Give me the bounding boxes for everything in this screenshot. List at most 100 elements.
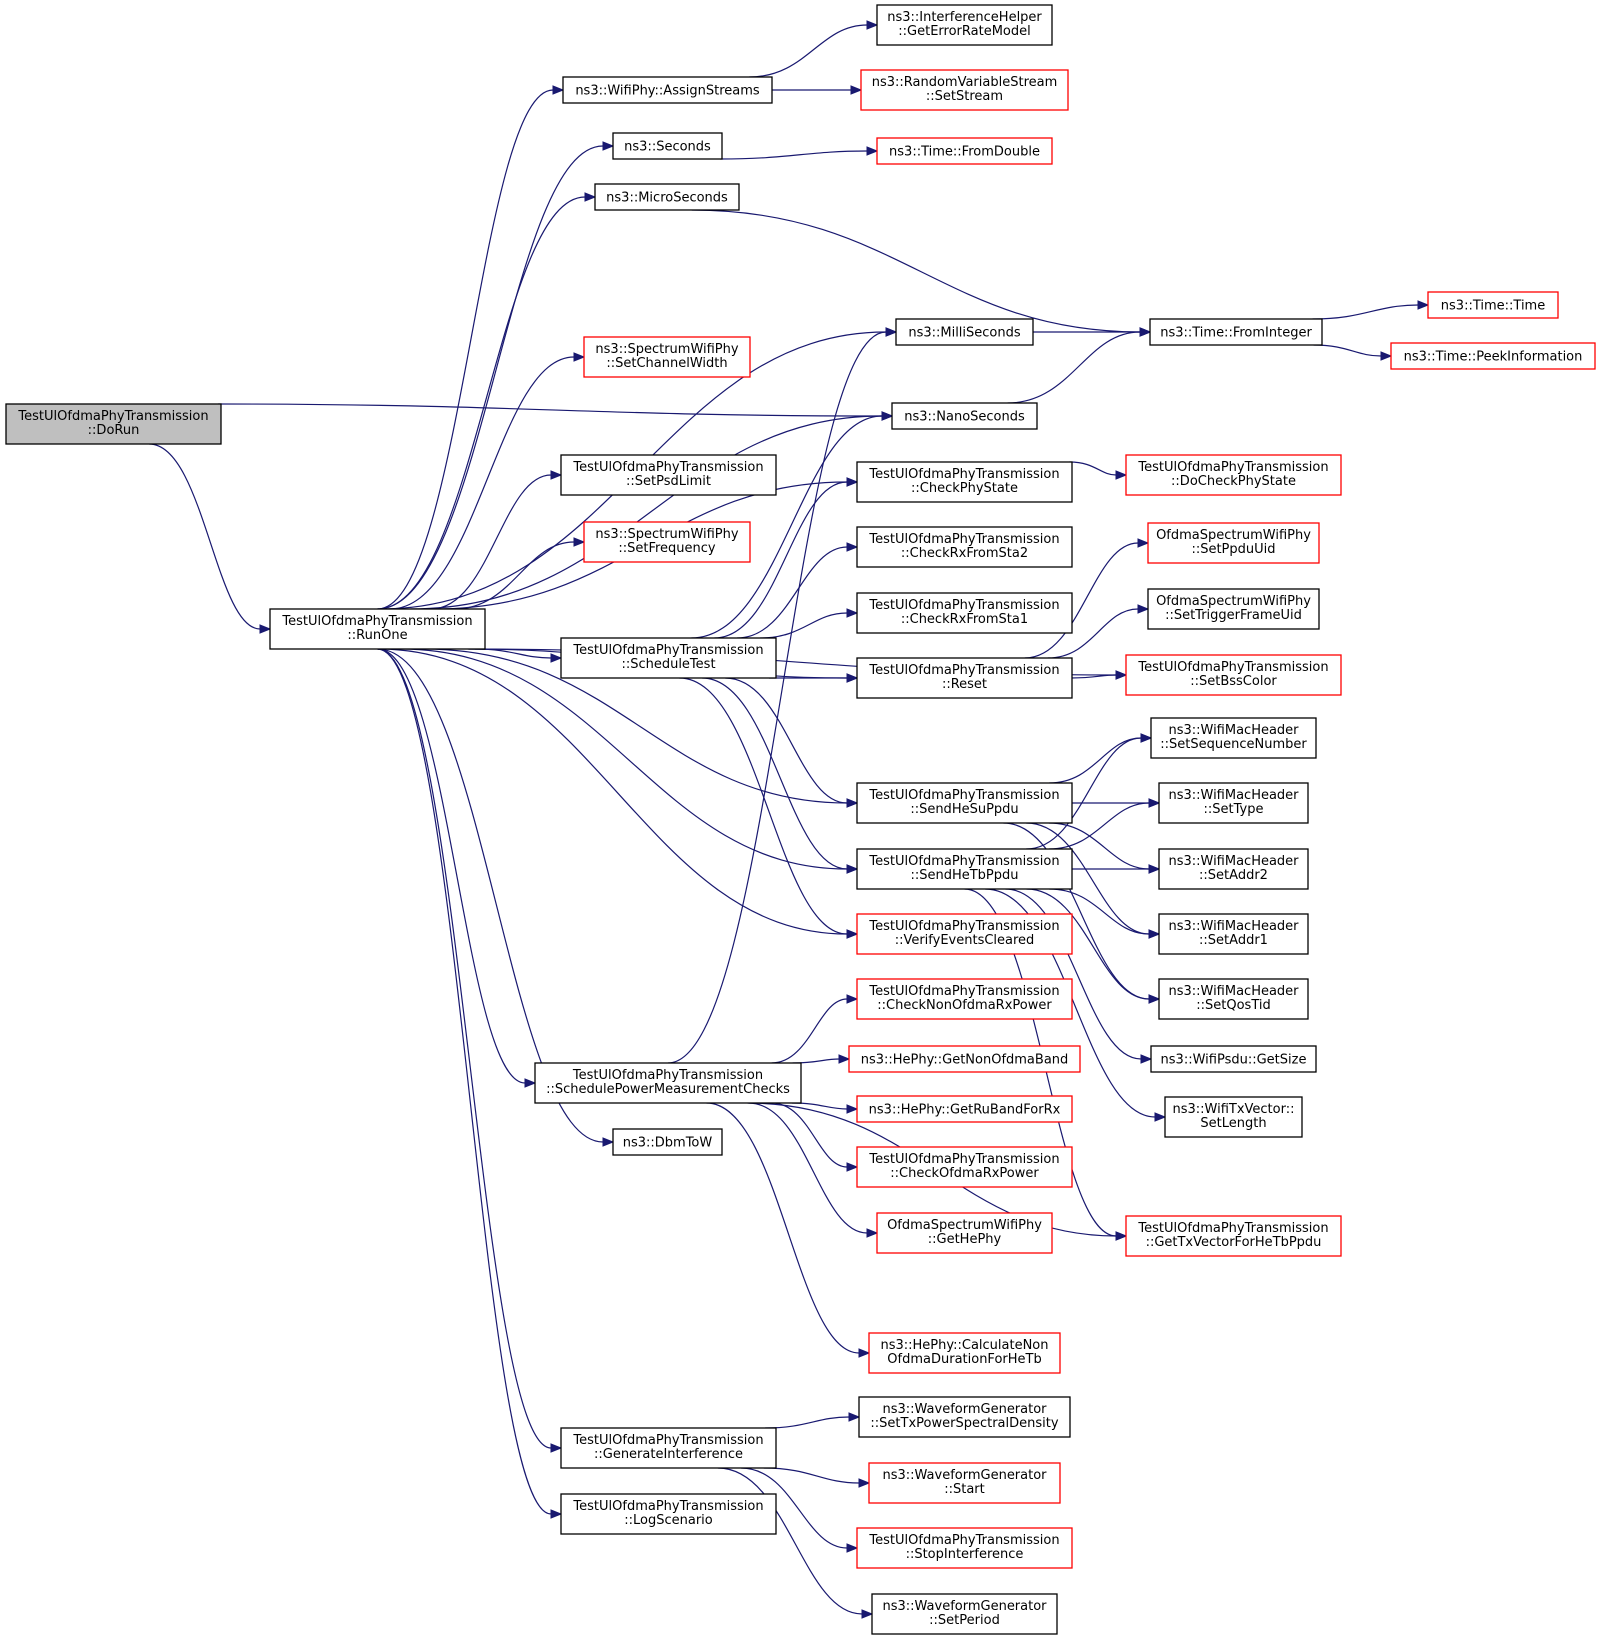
node-psd[interactable]: TestUlOfdmaPhyTransmission::SetPsdLimit <box>560 454 777 496</box>
node-gethephy[interactable]: OfdmaSpectrumWifiPhy::GetHePhy <box>876 1212 1053 1254</box>
node-label: TestUlOfdmaPhyTransmission <box>572 1499 763 1514</box>
node-seqnum[interactable]: ns3::WifiMacHeader::SetSequenceNumber <box>1150 717 1317 759</box>
node-stopint[interactable]: TestUlOfdmaPhyTransmission::StopInterfer… <box>856 1527 1073 1569</box>
node-box <box>1158 978 1309 1020</box>
node-getnon[interactable]: ns3::HePhy::GetNonOfdmaBand <box>848 1045 1081 1073</box>
node-box <box>560 454 777 496</box>
node-freq[interactable]: ns3::SpectrumWifiPhy::SetFrequency <box>583 521 751 563</box>
node-dbm[interactable]: ns3::DbmToW <box>612 1128 723 1156</box>
node-bss[interactable]: TestUlOfdmaPhyTransmission::SetBssColor <box>1125 654 1342 696</box>
node-box <box>856 1527 1073 1569</box>
node-genint[interactable]: TestUlOfdmaPhyTransmission::GenerateInte… <box>560 1427 777 1469</box>
node-wgper[interactable]: ns3::WaveformGenerator::SetPeriod <box>871 1593 1058 1635</box>
node-gettxv[interactable]: TestUlOfdmaPhyTransmission::GetTxVectorF… <box>1125 1215 1342 1257</box>
node-dorun[interactable]: TestUlOfdmaPhyTransmission::DoRun <box>5 403 222 445</box>
node-label: ::CheckRxFromSta2 <box>901 546 1028 561</box>
node-label: TestUlOfdmaPhyTransmission <box>868 984 1059 999</box>
node-seconds[interactable]: ns3::Seconds <box>612 132 723 160</box>
node-sendsu[interactable]: TestUlOfdmaPhyTransmission::SendHeSuPpdu <box>856 782 1073 824</box>
node-chksta1[interactable]: TestUlOfdmaPhyTransmission::CheckRxFromS… <box>856 592 1073 634</box>
node-chksta2[interactable]: TestUlOfdmaPhyTransmission::CheckRxFromS… <box>856 526 1073 568</box>
edge-sched-to-sendtb <box>702 677 859 874</box>
node-fromint[interactable]: ns3::Time::FromInteger <box>1149 318 1323 346</box>
edge-genint-to-stopint <box>740 1467 859 1553</box>
node-label: ::RunOne <box>347 628 407 643</box>
node-wgstart[interactable]: ns3::WaveformGenerator::Start <box>868 1462 1061 1504</box>
node-verify[interactable]: TestUlOfdmaPhyTransmission::VerifyEvents… <box>856 913 1073 955</box>
node-label: TestUlOfdmaPhyTransmission <box>868 1533 1059 1548</box>
node-sendtb[interactable]: TestUlOfdmaPhyTransmission::SendHeTbPpdu <box>856 848 1073 890</box>
node-box <box>856 657 1073 699</box>
edge-runone-to-verify <box>378 648 859 939</box>
node-reset[interactable]: TestUlOfdmaPhyTransmission::Reset <box>856 657 1073 699</box>
node-label: ::SendHeTbPpdu <box>910 868 1018 883</box>
edge-spmc-to-chknon <box>771 994 859 1064</box>
node-box <box>562 76 773 104</box>
edge-runone-to-chanw <box>389 352 586 610</box>
node-assign[interactable]: ns3::WifiPhy::AssignStreams <box>562 76 773 104</box>
node-addr2[interactable]: ns3::WifiMacHeader::SetAddr2 <box>1158 848 1309 890</box>
node-box <box>891 402 1038 430</box>
node-logsc[interactable]: TestUlOfdmaPhyTransmission::LogScenario <box>560 1493 777 1535</box>
node-ttime[interactable]: ns3::Time::Time <box>1427 291 1559 319</box>
node-label: ::SetTriggerFrameUid <box>1165 608 1302 623</box>
node-box <box>876 137 1053 165</box>
node-label: ::SetPeriod <box>929 1613 1000 1628</box>
node-wgpsd[interactable]: ns3::WaveformGenerator::SetTxPowerSpectr… <box>858 1396 1071 1438</box>
node-runone[interactable]: TestUlOfdmaPhyTransmission::RunOne <box>269 608 486 650</box>
node-chknon[interactable]: TestUlOfdmaPhyTransmission::CheckNonOfdm… <box>856 978 1073 1020</box>
node-psdusize[interactable]: ns3::WifiPsdu::GetSize <box>1150 1045 1317 1073</box>
node-label: TestUlOfdmaPhyTransmission <box>572 1068 763 1083</box>
node-label: ns3::WifiMacHeader <box>1168 919 1299 934</box>
node-label: ::SetAddr1 <box>1199 933 1268 948</box>
node-label: TestUlOfdmaPhyTransmission <box>868 663 1059 678</box>
node-ppduuid[interactable]: OfdmaSpectrumWifiPhy::SetPpduUid <box>1147 522 1320 564</box>
node-fromdbl[interactable]: ns3::Time::FromDouble <box>876 137 1053 165</box>
edge-micro-to-fromint <box>691 209 1152 337</box>
node-label: ns3::MicroSeconds <box>606 191 728 206</box>
node-chkphy[interactable]: TestUlOfdmaPhyTransmission::CheckPhyStat… <box>856 461 1073 503</box>
node-box <box>856 526 1073 568</box>
node-box <box>1147 588 1320 630</box>
node-spmc[interactable]: TestUlOfdmaPhyTransmission::SchedulePowe… <box>534 1062 802 1104</box>
node-txlen[interactable]: ns3::WifiTxVector::SetLength <box>1164 1096 1303 1138</box>
node-label: OfdmaSpectrumWifiPhy <box>1156 594 1311 609</box>
node-box <box>868 1462 1061 1504</box>
node-label: TestUlOfdmaPhyTransmission <box>868 598 1059 613</box>
node-label: TestUlOfdmaPhyTransmission <box>1137 460 1328 475</box>
node-getru[interactable]: ns3::HePhy::GetRuBandForRx <box>856 1095 1073 1123</box>
node-settype[interactable]: ns3::WifiMacHeader::SetType <box>1158 782 1309 824</box>
node-chanw[interactable]: ns3::SpectrumWifiPhy::SetChannelWidth <box>583 336 751 378</box>
edge-spmc-to-chkofd <box>771 1102 859 1172</box>
node-label: TestUlOfdmaPhyTransmission <box>868 467 1059 482</box>
node-peek[interactable]: ns3::Time::PeekInformation <box>1390 342 1596 370</box>
edge-seconds-to-fromdbl <box>720 146 879 160</box>
node-label: ::ScheduleTest <box>621 657 715 672</box>
node-sched[interactable]: TestUlOfdmaPhyTransmission::ScheduleTest <box>560 637 777 679</box>
node-label: TestUlOfdmaPhyTransmission <box>572 643 763 658</box>
node-rvs[interactable]: ns3::RandomVariableStream::SetStream <box>860 69 1069 111</box>
node-label: ::SetFrequency <box>618 541 716 556</box>
node-box <box>534 1062 802 1104</box>
node-micro[interactable]: ns3::MicroSeconds <box>594 183 740 211</box>
node-milli[interactable]: ns3::MilliSeconds <box>895 318 1034 346</box>
node-label: ::CheckPhyState <box>911 481 1018 496</box>
node-label: ::Start <box>944 1482 985 1497</box>
node-addr1[interactable]: ns3::WifiMacHeader::SetAddr1 <box>1158 913 1309 955</box>
node-chkofd[interactable]: TestUlOfdmaPhyTransmission::CheckOfdmaRx… <box>856 1146 1073 1188</box>
node-trigger[interactable]: OfdmaSpectrumWifiPhy::SetTriggerFrameUid <box>1147 588 1320 630</box>
node-label: ns3::InterferenceHelper <box>887 10 1042 25</box>
node-box <box>860 69 1069 111</box>
node-label: ::GetHePhy <box>928 1232 1002 1247</box>
node-qos[interactable]: ns3::WifiMacHeader::SetQosTid <box>1158 978 1309 1020</box>
node-docheck[interactable]: TestUlOfdmaPhyTransmission::DoCheckPhySt… <box>1125 454 1342 496</box>
node-label: ::CheckNonOfdmaRxPower <box>877 998 1052 1013</box>
edge-dorun-to-runone <box>149 443 272 634</box>
edge-sendtb-to-settype <box>1048 798 1161 850</box>
node-calcnon[interactable]: ns3::HePhy::CalculateNonOfdmaDurationFor… <box>868 1332 1061 1374</box>
node-nano[interactable]: ns3::NanoSeconds <box>891 402 1038 430</box>
node-box <box>1149 318 1323 346</box>
edge-runone-to-logsc <box>377 648 563 1519</box>
node-interf[interactable]: ns3::InterferenceHelper::GetErrorRateMod… <box>876 4 1053 46</box>
